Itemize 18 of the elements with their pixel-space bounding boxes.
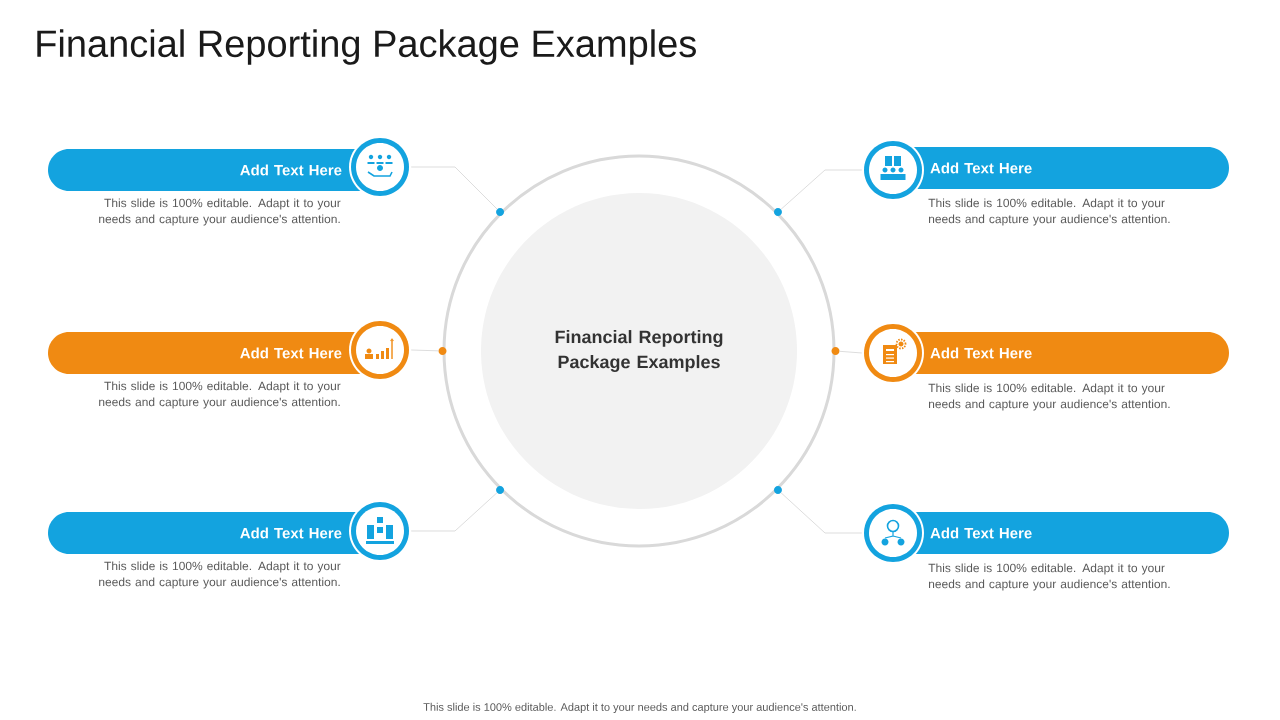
title: Financial Reporting Package Examples	[37, 29, 696, 65]
label-bar: Add Text Here	[48, 319, 411, 381]
description-text: This slide is 100% editable. Adapt it to your needs and capture your audience's attention.	[928, 198, 1170, 226]
description-text: This slide is 100% editable. Adapt it to your needs and capture your audience's attention.	[99, 381, 341, 409]
description-text: This slide is 100% editable. Adapt it to your needs and capture your audience's attention.	[928, 563, 1170, 591]
connector	[839, 350, 863, 354]
connector	[410, 166, 498, 210]
label-bar: Add Text Here	[48, 500, 411, 562]
label-bar: Add Text Here	[48, 136, 411, 198]
label-bar: Add Text Here	[862, 502, 1229, 564]
label-bar: Add Text Here	[862, 322, 1229, 384]
footer-note: This slide is 100% editable. Adapt it to your needs and capture your audience's attention.	[423, 702, 856, 714]
description-text: This slide is 100% editable. Adapt it to your needs and capture your audience's attention.	[99, 198, 341, 226]
description-text: This slide is 100% editable. Adapt it to your needs and capture your audience's attention.	[928, 383, 1170, 411]
description-text: This slide is 100% editable. Adapt it to your needs and capture your audience's attention.	[99, 561, 341, 589]
connector	[780, 169, 863, 210]
connector	[410, 492, 498, 532]
connector	[780, 492, 863, 534]
